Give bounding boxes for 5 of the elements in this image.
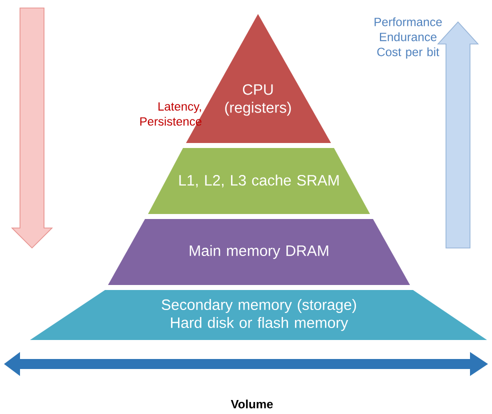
pyramid-tier: L1, L2, L3 cache SRAM xyxy=(148,148,370,214)
pyramid-tier: Main memory DRAM xyxy=(108,219,410,285)
side-label: Volume xyxy=(230,400,273,408)
pyramid-tier: Secondary memory (storage) Hard disk or flash memory xyxy=(30,290,487,340)
side-label: Performance Endurance Cost per bit xyxy=(374,17,442,59)
